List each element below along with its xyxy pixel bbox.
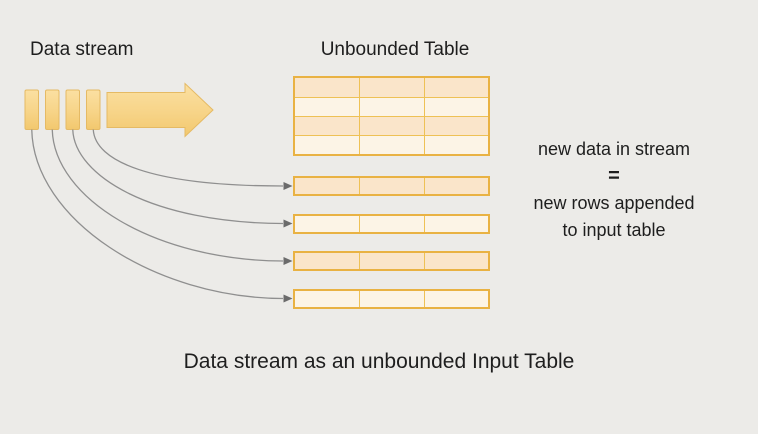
stream-bar xyxy=(24,89,39,130)
table-cell xyxy=(359,136,423,154)
table-cell xyxy=(423,78,488,97)
table-cell xyxy=(359,215,423,232)
table-cell xyxy=(295,178,359,194)
stream-arrow-icon xyxy=(106,82,214,138)
table-row xyxy=(295,97,488,116)
table-cell xyxy=(359,290,423,307)
appended-row xyxy=(293,288,490,309)
appended-row xyxy=(293,176,490,196)
caption: Data stream as an unbounded Input Table xyxy=(183,350,575,373)
table-cell xyxy=(295,98,359,116)
stream-bar xyxy=(65,89,80,130)
table-cell xyxy=(423,253,488,269)
stream-bar xyxy=(86,89,101,130)
stream-annotation: new data in stream = new rows appended t… xyxy=(500,136,728,244)
annotation-line-2: new rows appended xyxy=(533,193,695,213)
table-cell xyxy=(423,98,488,116)
append-curve xyxy=(72,129,284,225)
table-cell xyxy=(423,215,488,232)
table-cell xyxy=(359,117,423,135)
table-cell xyxy=(295,136,359,154)
table-cell xyxy=(295,291,359,307)
table-cell xyxy=(359,178,423,194)
table-cell xyxy=(423,178,488,194)
table-cell xyxy=(423,117,488,135)
append-arrowhead-icon xyxy=(283,219,293,228)
table-cell xyxy=(359,78,423,97)
annotation-line-3: to input table xyxy=(562,220,666,240)
table-cell xyxy=(423,136,488,154)
append-curve xyxy=(92,129,284,187)
append-arrowhead-icon xyxy=(283,182,293,190)
appended-row xyxy=(293,251,490,271)
append-curve xyxy=(51,129,284,262)
table-cell xyxy=(359,253,423,269)
append-curve xyxy=(31,129,284,300)
table-row xyxy=(295,135,488,154)
unbounded-table-label: Unbounded Table xyxy=(320,39,470,60)
append-arrowhead-icon xyxy=(283,257,293,265)
table-row xyxy=(295,116,488,135)
appended-row xyxy=(293,213,490,234)
equals-sign: = xyxy=(608,165,620,187)
stream-bar xyxy=(45,89,60,130)
table-cell xyxy=(359,98,423,116)
table-cell xyxy=(295,78,359,97)
table-cell xyxy=(295,216,359,232)
table-row xyxy=(295,78,488,97)
data-stream-label: Data stream xyxy=(30,39,134,60)
table-cell xyxy=(295,117,359,135)
append-arrowhead-icon xyxy=(283,294,293,303)
table-cell xyxy=(423,290,488,307)
table-cell xyxy=(295,253,359,269)
unbounded-table xyxy=(293,76,490,156)
annotation-line-1: new data in stream xyxy=(537,139,691,159)
